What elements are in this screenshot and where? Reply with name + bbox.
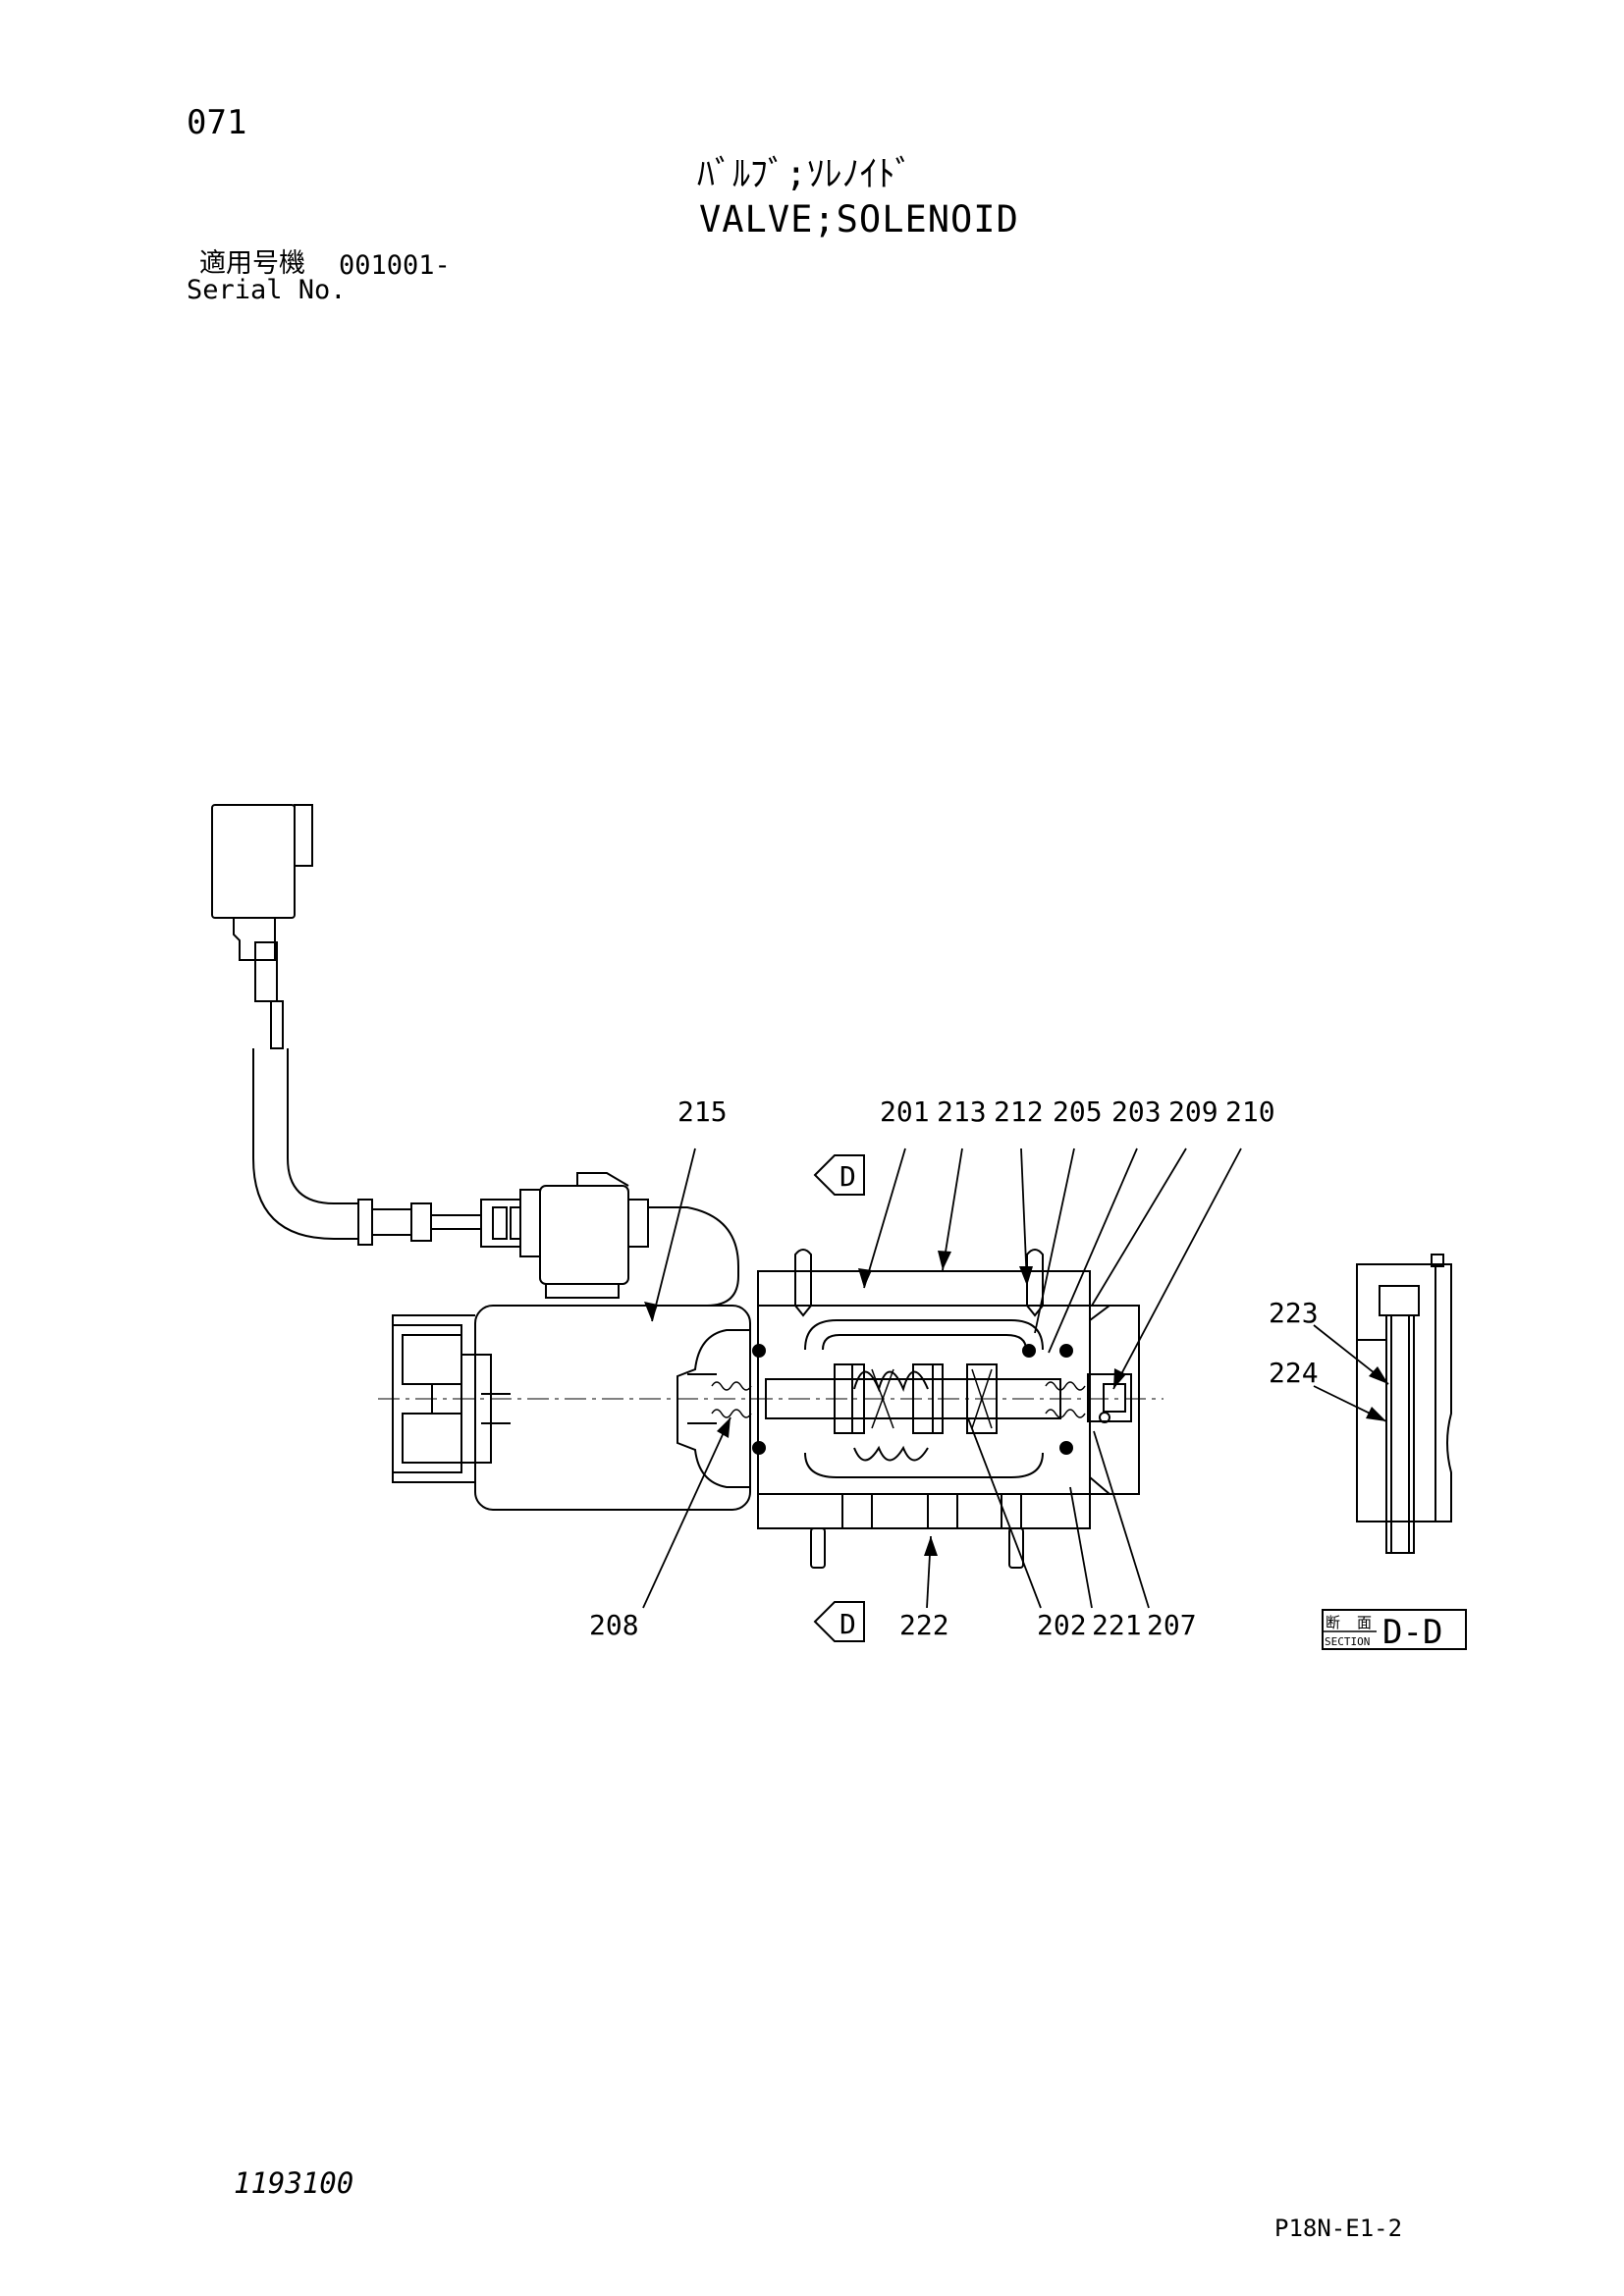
valve-housing (757, 1249, 1091, 1569)
callout-215: 215 (677, 1095, 728, 1128)
end-cap (1087, 1305, 1140, 1495)
callout-202: 202 (1037, 1609, 1087, 1641)
serial-label-english: Serial No. (187, 275, 347, 305)
sheet-code: P18N-E1-2 (1274, 2215, 1403, 2242)
callout-223: 223 (1269, 1297, 1319, 1329)
callout-203: 203 (1111, 1095, 1162, 1128)
callout-221: 221 (1092, 1609, 1142, 1641)
section-name: D-D (1382, 1613, 1442, 1652)
cable (252, 1048, 481, 1246)
callout-201: 201 (880, 1095, 930, 1128)
section-marker-bottom-letter: D (839, 1608, 856, 1640)
title-japanese: ﾊﾞﾙﾌﾞ;ｿﾚﾉｲﾄﾞ (697, 154, 913, 194)
connector-plug (211, 804, 313, 1049)
callout-222: 222 (899, 1609, 949, 1641)
spool (687, 1344, 1110, 1455)
section-marker-top (813, 1154, 865, 1196)
section-dd-view (1356, 1254, 1452, 1554)
serial-number-value: 001001- (339, 250, 451, 281)
section-label-box (1322, 1609, 1467, 1650)
section-marker-bottom (813, 1601, 865, 1642)
section-label-en: SECTION (1325, 1635, 1370, 1648)
serial-label-japanese: 適用号機 (199, 248, 305, 279)
callout-208: 208 (589, 1609, 639, 1641)
callout-205: 205 (1053, 1095, 1103, 1128)
page-number: 071 (187, 103, 247, 142)
leader-arrowheads (644, 1251, 1388, 1556)
title-english: VALVE;SOLENOID (699, 198, 1019, 240)
solenoid-body (392, 1305, 751, 1511)
section-label-jp-2: 面 (1357, 1614, 1372, 1631)
section-label-jp-1: 断 (1326, 1614, 1340, 1631)
section-marker-top-letter: D (839, 1160, 856, 1193)
connector-housing (480, 1172, 739, 1307)
callout-209: 209 (1168, 1095, 1218, 1128)
callout-210: 210 (1225, 1095, 1275, 1128)
callout-213: 213 (937, 1095, 987, 1128)
callout-207: 207 (1147, 1609, 1197, 1641)
callout-212: 212 (994, 1095, 1044, 1128)
drawing-number: 1193100 (234, 2166, 354, 2200)
callout-224: 224 (1269, 1357, 1319, 1389)
